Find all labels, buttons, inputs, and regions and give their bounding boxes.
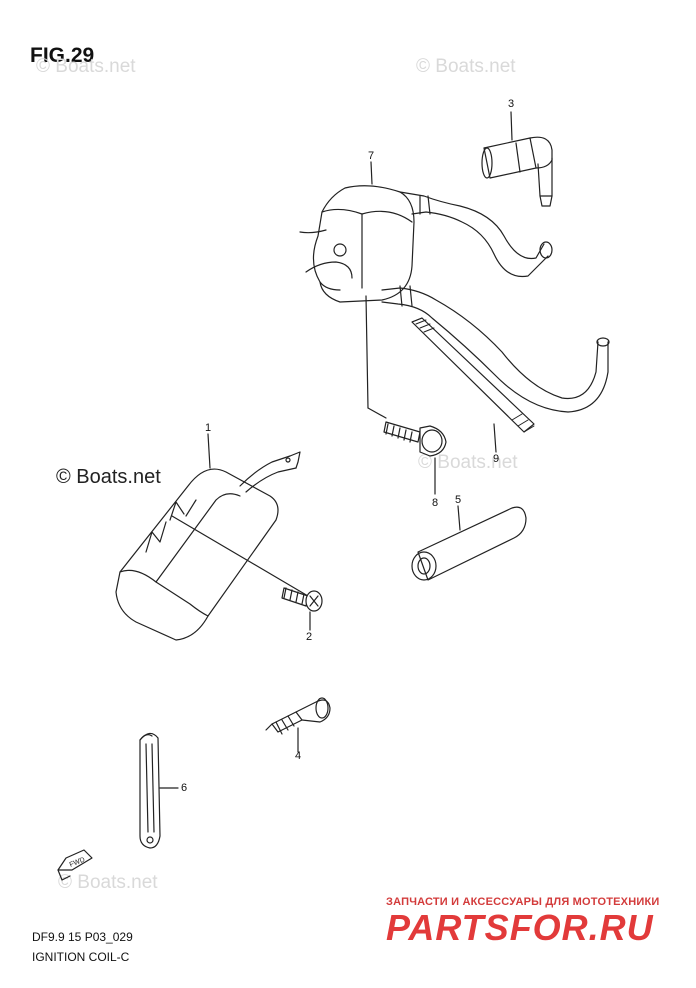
callout-3: 3 xyxy=(508,98,515,110)
watermark-top-right: © Boats.net xyxy=(416,56,516,77)
callout-5: 5 xyxy=(455,494,462,506)
callout-1: 1 xyxy=(205,422,212,434)
leader-3 xyxy=(510,111,513,141)
fwd-arrow-icon xyxy=(57,849,93,881)
watermark-top-left: © Boats.net xyxy=(36,56,136,77)
figure-code: DF9.9 15 P03_029 xyxy=(32,930,133,944)
callout-8: 8 xyxy=(432,497,439,509)
figure-caption: IGNITION COIL-C xyxy=(32,950,130,964)
leader-5 xyxy=(457,505,461,531)
figure-title: FIG.29 xyxy=(30,44,95,67)
plug-cap-part xyxy=(481,136,553,207)
watermark-dark: © Boats.net xyxy=(56,466,161,488)
callout-6: 6 xyxy=(181,782,188,794)
leader-1 xyxy=(207,433,211,469)
callout-9: 9 xyxy=(493,453,500,465)
band-strap-part xyxy=(139,732,161,849)
leader-7-down xyxy=(365,295,369,409)
clip-4-part xyxy=(265,697,331,735)
leader-9 xyxy=(493,423,497,453)
callout-4: 4 xyxy=(295,750,302,762)
screw-2-part xyxy=(281,587,323,612)
callout-7: 7 xyxy=(368,150,375,162)
cdi-unit-part xyxy=(115,451,301,641)
leader-1-screw xyxy=(171,515,309,597)
ignition-coil-part xyxy=(299,185,610,413)
bolt-8-part xyxy=(383,421,447,457)
brand-logo: PARTSFOR.RU xyxy=(386,907,654,948)
watermark-bottom-left: © Boats.net xyxy=(58,872,158,893)
leader-7 xyxy=(370,161,373,185)
callout-2: 2 xyxy=(306,631,313,643)
brand-tagline: ЗАПЧАСТИ И АКСЕССУАРЫ ДЛЯ МОТОТЕХНИКИ xyxy=(386,896,660,908)
tube-part xyxy=(411,506,527,581)
watermark-middle-right: © Boats.net xyxy=(418,452,518,473)
protector-hose-part xyxy=(411,317,535,433)
leader-7-bolt xyxy=(367,407,387,419)
